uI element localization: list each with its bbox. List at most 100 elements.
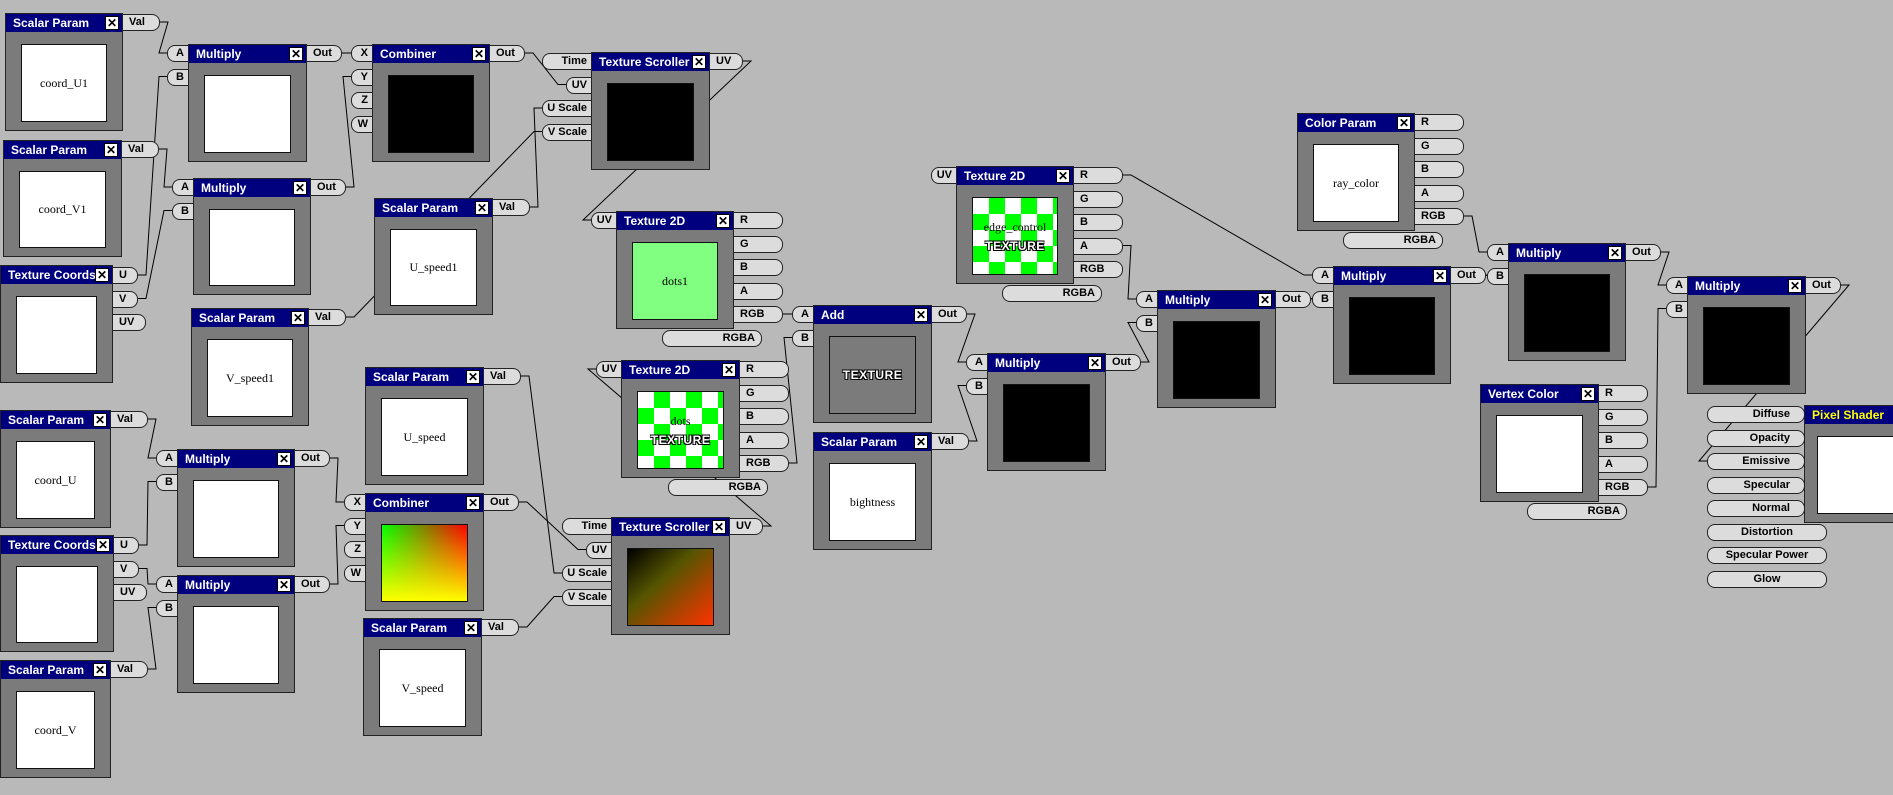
input-pin-v-scale[interactable]: V Scale [542, 123, 592, 141]
close-icon[interactable]: ✕ [104, 143, 118, 157]
output-pin-b[interactable]: B [1073, 214, 1123, 231]
input-pin-x[interactable]: X [344, 494, 366, 511]
output-pin-a[interactable]: A [1073, 237, 1123, 255]
input-pin-a[interactable]: A [966, 354, 988, 371]
close-icon[interactable]: ✕ [289, 47, 303, 61]
input-pin-b[interactable]: B [792, 329, 814, 347]
add-node[interactable]: Add✕TEXTURE [813, 305, 932, 423]
close-icon[interactable]: ✕ [93, 663, 107, 677]
scalar-param-title[interactable]: Scalar Param [1, 661, 110, 679]
output-pin-r[interactable]: R [733, 212, 783, 229]
texture-2d-title[interactable]: Texture 2D [957, 167, 1073, 185]
close-icon[interactable]: ✕ [914, 435, 928, 449]
output-pin-uv[interactable]: UV [113, 584, 147, 601]
input-pin-b[interactable]: B [167, 68, 189, 86]
output-pin-out[interactable]: Out [310, 179, 346, 196]
output-pin-u[interactable]: U [112, 267, 138, 284]
multiply-title[interactable]: Multiply [178, 450, 294, 468]
output-pin-rgb[interactable]: RGB [733, 306, 783, 323]
shader-input-opacity[interactable]: Opacity [1707, 429, 1805, 447]
input-pin-uv[interactable]: UV [586, 541, 612, 559]
output-pin-r[interactable]: R [1414, 114, 1464, 131]
multiply-title[interactable]: Multiply [1509, 244, 1625, 262]
output-pin-rgb[interactable]: RGB [1414, 208, 1464, 225]
combiner-node[interactable]: Combiner✕ [365, 493, 484, 611]
close-icon[interactable]: ✕ [692, 55, 706, 69]
texture-coords-title[interactable]: Texture Coords [1, 536, 113, 554]
output-pin-v[interactable]: V [113, 560, 139, 578]
scalar-param-node[interactable]: Scalar Param✕coord_U1 [5, 13, 123, 131]
shader-input-specular[interactable]: Specular [1707, 476, 1805, 494]
output-pin-val[interactable]: Val [110, 411, 148, 428]
output-pin-out[interactable]: Out [489, 45, 525, 62]
input-pin-z[interactable]: Z [351, 92, 373, 109]
output-pin-b[interactable]: B [1414, 161, 1464, 178]
output-pin-b[interactable]: B [1598, 432, 1648, 449]
close-icon[interactable]: ✕ [722, 363, 736, 377]
input-pin-z[interactable]: Z [344, 541, 366, 558]
output-pin-r[interactable]: R [1073, 167, 1123, 184]
close-icon[interactable]: ✕ [472, 47, 486, 61]
color-param-title[interactable]: Color Param [1298, 114, 1414, 132]
output-pin-uv[interactable]: UV [729, 518, 763, 535]
output-pin-val[interactable]: Val [492, 199, 530, 216]
multiply-title[interactable]: Multiply [1158, 291, 1275, 309]
input-pin-uv[interactable]: UV [596, 361, 622, 378]
input-pin-b[interactable]: B [172, 202, 194, 220]
output-pin-a[interactable]: A [1598, 455, 1648, 473]
input-pin-b[interactable]: B [1487, 267, 1509, 285]
input-pin-w[interactable]: W [351, 115, 373, 133]
output-pin-rgba[interactable]: RGBA [1343, 231, 1443, 249]
close-icon[interactable]: ✕ [1581, 387, 1595, 401]
pixel-shader-node[interactable]: Pixel Shader [1804, 405, 1893, 523]
input-pin-w[interactable]: W [344, 564, 366, 582]
input-pin-b[interactable]: B [156, 599, 178, 617]
input-pin-v-scale[interactable]: V Scale [562, 588, 612, 606]
vertex-color-node[interactable]: Vertex Color✕ [1480, 384, 1599, 502]
texture-coords-node[interactable]: Texture Coords✕ [0, 535, 114, 652]
scalar-param-node[interactable]: Scalar Param✕coord_U [0, 410, 111, 528]
output-pin-g[interactable]: G [1073, 190, 1123, 208]
scalar-param-title[interactable]: Scalar Param [4, 141, 121, 159]
close-icon[interactable]: ✕ [1608, 246, 1622, 260]
input-pin-b[interactable]: B [156, 473, 178, 491]
input-pin-x[interactable]: X [351, 45, 373, 62]
texture-coords-title[interactable]: Texture Coords [1, 266, 112, 284]
output-pin-out[interactable]: Out [294, 450, 330, 467]
multiply-title[interactable]: Multiply [1688, 277, 1805, 295]
output-pin-uv[interactable]: UV [112, 314, 146, 331]
close-icon[interactable]: ✕ [291, 311, 305, 325]
close-icon[interactable]: ✕ [95, 268, 109, 282]
close-icon[interactable]: ✕ [105, 16, 119, 30]
close-icon[interactable]: ✕ [1258, 293, 1272, 307]
output-pin-b[interactable]: B [739, 408, 789, 425]
multiply-node[interactable]: Multiply✕ [1508, 243, 1626, 361]
input-pin-b[interactable]: B [1136, 314, 1158, 332]
multiply-title[interactable]: Multiply [178, 576, 294, 594]
multiply-title[interactable]: Multiply [1334, 267, 1450, 285]
multiply-node[interactable]: Multiply✕ [1157, 290, 1276, 408]
pixel-shader-title[interactable]: Pixel Shader [1805, 406, 1893, 424]
output-pin-out[interactable]: Out [1625, 244, 1661, 261]
output-pin-g[interactable]: G [733, 235, 783, 253]
scalar-param-title[interactable]: Scalar Param [6, 14, 122, 32]
input-pin-b[interactable]: B [1312, 290, 1334, 308]
input-pin-u-scale[interactable]: U Scale [562, 565, 612, 582]
multiply-title[interactable]: Multiply [988, 354, 1105, 372]
vertex-color-title[interactable]: Vertex Color [1481, 385, 1598, 403]
multiply-node[interactable]: Multiply✕ [177, 449, 295, 567]
input-pin-a[interactable]: A [1487, 244, 1509, 261]
output-pin-out[interactable]: Out [1805, 277, 1841, 294]
input-pin-y[interactable]: Y [344, 517, 366, 535]
output-pin-g[interactable]: G [739, 384, 789, 402]
input-pin-a[interactable]: A [1312, 267, 1334, 284]
output-pin-r[interactable]: R [1598, 385, 1648, 402]
close-icon[interactable]: ✕ [96, 538, 110, 552]
output-pin-rgb[interactable]: RGB [739, 455, 789, 472]
input-pin-uv[interactable]: UV [931, 167, 957, 184]
output-pin-rgba[interactable]: RGBA [668, 478, 768, 496]
multiply-title[interactable]: Multiply [189, 45, 306, 63]
output-pin-rgba[interactable]: RGBA [662, 329, 762, 347]
